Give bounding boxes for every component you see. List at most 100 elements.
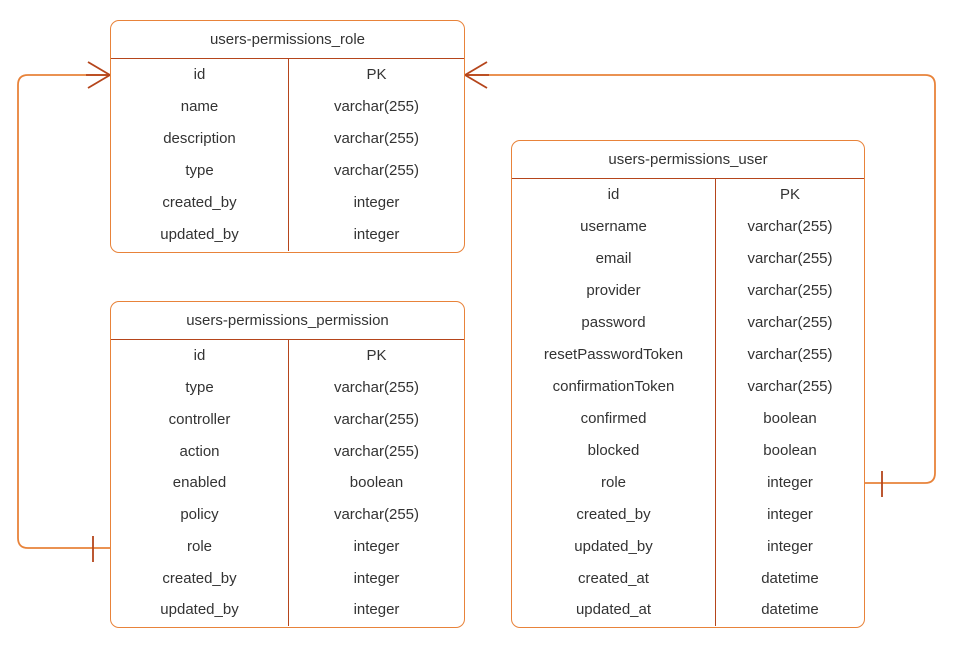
entity-fields-permission: id PK type varchar(255) controller varchar(25… [111,340,464,626]
field-type: integer [353,601,400,619]
field-row[interactable]: action varchar(255) [111,435,464,467]
field-name: controller [111,403,289,436]
field-type: integer [353,226,400,244]
field-type: boolean [349,474,404,492]
field-name: created_by [512,498,716,531]
relationship-user-role [464,61,936,497]
field-row[interactable]: type varchar(255) [111,154,464,187]
field-name: provider [512,274,716,307]
field-type: varchar(255) [747,250,833,268]
field-row[interactable]: email varchar(255) [512,242,864,275]
field-name: created_by [111,562,289,594]
field-name: confirmed [512,402,716,435]
field-type: varchar(255) [333,162,420,180]
field-row[interactable]: description varchar(255) [111,122,464,155]
field-row[interactable]: id PK [111,59,464,91]
field-name: name [111,90,289,123]
field-name: email [512,242,716,275]
field-name: type [111,371,289,404]
entity-fields-user: id PK username varchar(255) email varchar(255… [512,179,864,626]
field-row[interactable]: confirmationToken varchar(255) [512,370,864,403]
field-row[interactable]: name varchar(255) [111,90,464,123]
field-name: policy [111,498,289,531]
field-type: PK [366,66,387,84]
connector-line-user-role [465,74,936,484]
field-type: varchar(255) [747,346,833,364]
field-row[interactable]: provider varchar(255) [512,274,864,307]
field-name: username [512,210,716,243]
field-row[interactable]: created_by integer [512,498,864,531]
field-row[interactable]: id PK [111,340,464,372]
field-name: description [111,122,289,155]
field-name: type [111,154,289,187]
entity-title-user: users-permissions_user [512,141,864,179]
field-type: varchar(255) [333,410,420,428]
field-name: role [111,530,289,563]
field-name: updated_by [111,594,289,626]
field-row[interactable]: created_at datetime [512,562,864,594]
field-row[interactable]: blocked boolean [512,434,864,467]
field-type: varchar(255) [747,314,833,332]
field-name: id [111,59,289,91]
field-name: resetPasswordToken [512,338,716,371]
field-type: integer [353,194,400,212]
field-type: varchar(255) [333,98,420,116]
field-name: id [512,179,716,211]
field-name: created_by [111,186,289,219]
field-type: varchar(255) [333,506,420,524]
field-type: varchar(255) [333,379,420,397]
crowfoot-many-role-left [86,61,111,89]
connector-line-permission-role [17,74,110,549]
field-row[interactable]: username varchar(255) [512,210,864,243]
crowfoot-many-role-right [464,61,489,89]
field-name: updated_by [512,530,716,563]
field-row[interactable]: updated_by integer [111,218,464,251]
relationship-permission-role [17,61,111,562]
field-type: datetime [761,569,819,587]
field-row[interactable]: controller varchar(255) [111,403,464,436]
entity-title-role: users-permissions_role [111,21,464,59]
entity-fields-role: id PK name varchar(255) description varchar(2… [111,59,464,251]
field-row[interactable]: enabled boolean [111,467,464,499]
field-row[interactable]: resetPasswordToken varchar(255) [512,338,864,371]
field-name: confirmationToken [512,370,716,403]
field-name: action [111,435,289,467]
field-name: password [512,306,716,339]
field-name: id [111,340,289,372]
field-name: created_at [512,562,716,594]
field-name: enabled [111,467,289,499]
field-row[interactable]: password varchar(255) [512,306,864,339]
field-type: varchar(255) [333,442,420,460]
entity-title-permission: users-permissions_permission [111,302,464,340]
field-type: integer [767,505,813,523]
field-row[interactable]: policy varchar(255) [111,498,464,531]
field-name: role [512,466,716,499]
field-row[interactable]: type varchar(255) [111,371,464,404]
field-type: integer [353,537,400,555]
field-row[interactable]: role integer [111,530,464,563]
field-row[interactable]: updated_by integer [111,594,464,626]
field-type: datetime [761,601,819,619]
field-type: boolean [763,441,817,459]
field-type: varchar(255) [747,377,833,395]
field-row[interactable]: id PK [512,179,864,211]
field-type: varchar(255) [333,130,420,148]
field-type: varchar(255) [747,282,833,300]
field-type: varchar(255) [747,218,833,236]
field-name: updated_by [111,218,289,251]
field-type: PK [366,347,387,365]
field-row[interactable]: confirmed boolean [512,402,864,435]
field-name: blocked [512,434,716,467]
field-row[interactable]: created_by integer [111,186,464,219]
field-type: PK [779,186,800,204]
field-type: boolean [763,409,817,427]
